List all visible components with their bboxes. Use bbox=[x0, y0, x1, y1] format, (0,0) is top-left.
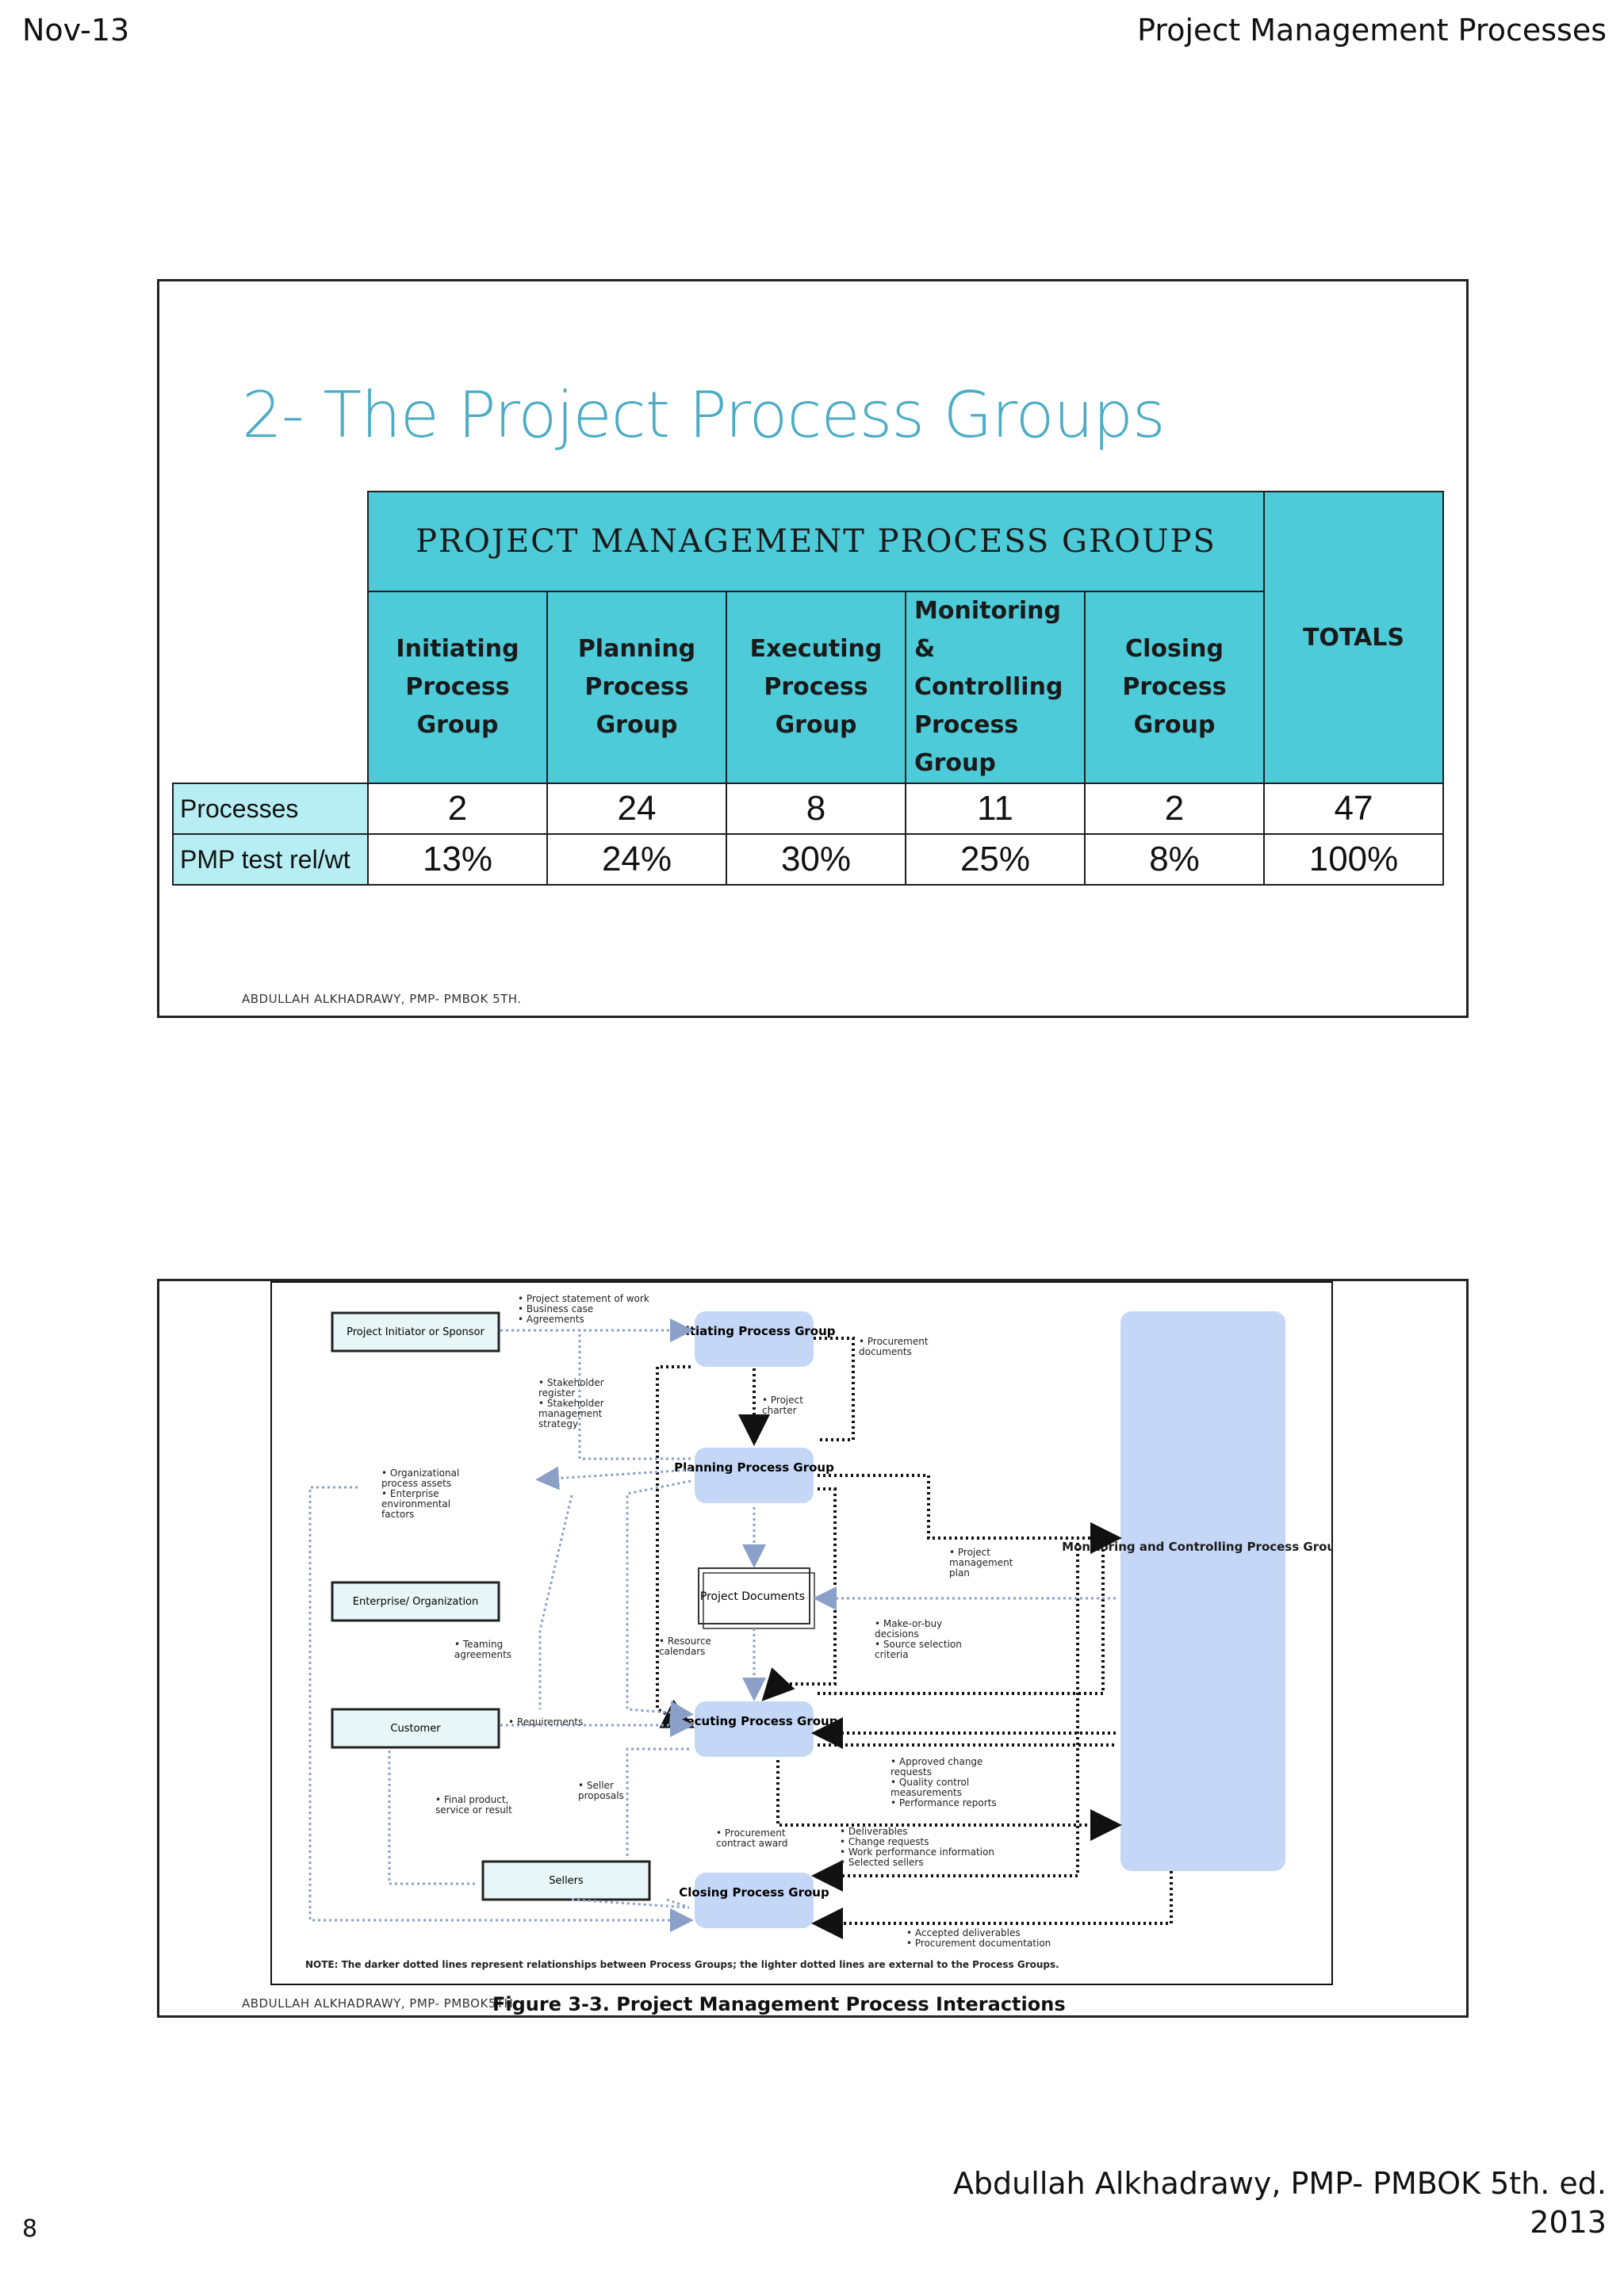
slide-title: 2- The Project Process Groups bbox=[242, 378, 1166, 452]
diagram-note: NOTE: The darker dotted lines represent … bbox=[305, 1959, 1059, 1970]
table-cell: 8% bbox=[1084, 833, 1265, 886]
enterprise-organization: Enterprise/ Organization bbox=[353, 1596, 479, 1608]
process-interactions-diagram: Monitoring and Controlling Process Group… bbox=[270, 1281, 1333, 1985]
table-total: 100% bbox=[1263, 833, 1444, 886]
closing-process-group: Closing Process Group bbox=[679, 1885, 829, 1900]
table-row: Processes 2 24 8 11 2 47 bbox=[172, 783, 1444, 835]
slide-credit: ABDULLAH ALKHADRAWY, PMP- PMBOK 5TH. bbox=[242, 992, 522, 1006]
project-documents: Project Documents bbox=[700, 1590, 805, 1603]
header-title: Project Management Processes bbox=[1137, 13, 1607, 48]
table-row: PMP test rel/wt 13% 24% 30% 25% 8% 100% bbox=[172, 833, 1444, 886]
label-requirements: • Requirements bbox=[508, 1716, 583, 1728]
slide-process-interactions: Monitoring and Controlling Process Group… bbox=[157, 1279, 1469, 2018]
project-initiator-sponsor: Project Initiator or Sponsor bbox=[347, 1326, 485, 1338]
footer-author: Abdullah Alkhadrawy, PMP- PMBOK 5th. ed.… bbox=[952, 2166, 1607, 2241]
executing-process-group: Executing Process Group bbox=[671, 1714, 838, 1728]
planning-process-group: Planning Process Group bbox=[674, 1460, 834, 1475]
label-accepted: • Accepted deliverables• Procurement doc… bbox=[906, 1927, 1051, 1949]
row-label: PMP test rel/wt bbox=[172, 833, 369, 886]
table-cell: 24 bbox=[546, 783, 727, 835]
label-statement: • Project statement of work• Business ca… bbox=[518, 1293, 649, 1325]
table-cell: 8 bbox=[726, 783, 906, 835]
table-total: 47 bbox=[1263, 783, 1444, 835]
slide-process-groups: 2- The Project Process Groups PROJECT MA… bbox=[157, 279, 1469, 1018]
monitoring-process-group bbox=[1120, 1311, 1285, 1871]
sellers: Sellers bbox=[549, 1875, 584, 1887]
header-date: Nov-13 bbox=[22, 13, 130, 48]
initiating-process-group: Initiating Process Group bbox=[672, 1324, 835, 1338]
table-cell: 30% bbox=[726, 833, 906, 886]
table-cell: 2 bbox=[1084, 783, 1265, 835]
label-deliverables: • Deliverables• Change requests• Work pe… bbox=[840, 1826, 994, 1868]
row-label: Processes bbox=[172, 783, 369, 835]
table-cell: 25% bbox=[905, 833, 1086, 886]
customer: Customer bbox=[390, 1723, 441, 1735]
table-cell: 24% bbox=[546, 833, 727, 886]
table-cell: 13% bbox=[367, 833, 548, 886]
label-final-product: • Final product,service or result bbox=[435, 1794, 512, 1816]
monitoring-label: Monitoring and Controlling Process Group bbox=[1062, 1540, 1333, 1554]
slide-credit: ABDULLAH ALKHADRAWY, PMP- PMBOK5TH. bbox=[242, 1996, 518, 2011]
table-cell: 2 bbox=[367, 783, 548, 835]
table-cell: 11 bbox=[905, 783, 1086, 835]
process-groups-table: PROJECT MANAGEMENT PROCESS GROUPS TOTALS… bbox=[172, 491, 1444, 886]
footer-page-number: 8 bbox=[22, 2215, 38, 2243]
table-totals-heading: TOTALS bbox=[1263, 491, 1444, 784]
figure-caption: Figure 3-3. Project Management Process I… bbox=[492, 1993, 1066, 2015]
table-group-heading: PROJECT MANAGEMENT PROCESS GROUPS bbox=[367, 491, 1265, 592]
